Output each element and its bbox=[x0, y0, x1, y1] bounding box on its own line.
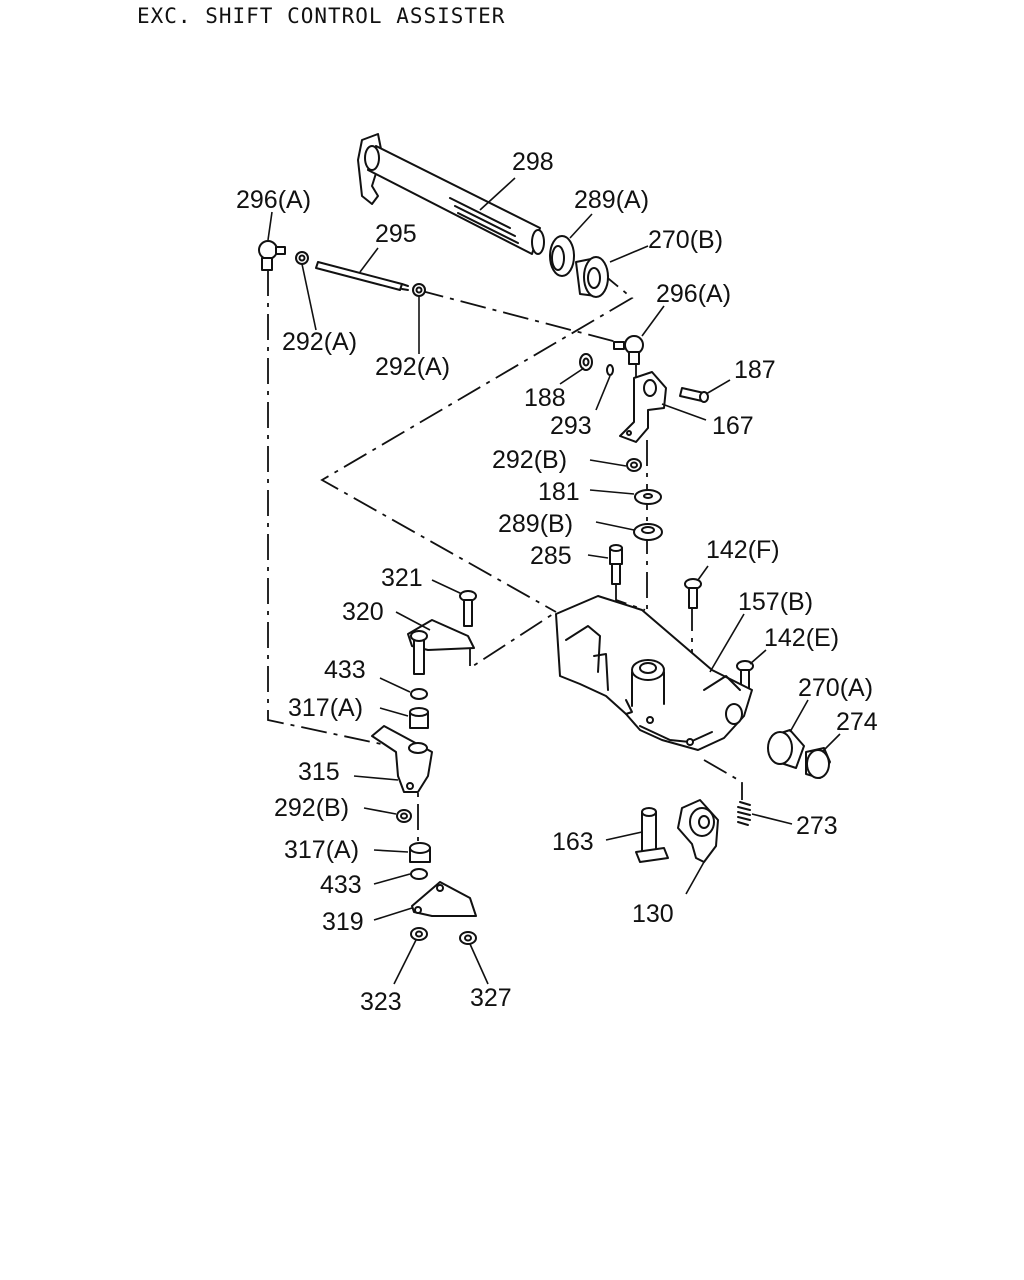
part-323-nut bbox=[410, 927, 428, 941]
part-181-washer bbox=[634, 489, 662, 505]
callout-142f: 142(F) bbox=[706, 536, 780, 564]
part-130-lever bbox=[677, 799, 719, 863]
part-295-rod bbox=[315, 261, 409, 291]
callout-labels: 298 296(A) 289(A) 295 270(B) 296(A) 292(… bbox=[236, 148, 878, 1016]
callout-321: 321 bbox=[381, 564, 423, 592]
callout-274: 274 bbox=[836, 708, 878, 736]
leader-lines bbox=[267, 177, 841, 985]
callout-167: 167 bbox=[712, 412, 754, 440]
callout-188: 188 bbox=[524, 384, 566, 412]
part-163-pin bbox=[635, 807, 669, 863]
callout-285: 285 bbox=[530, 542, 572, 570]
part-142f-bolt bbox=[684, 578, 702, 609]
part-274-cap bbox=[805, 747, 831, 779]
callout-433-top: 433 bbox=[324, 656, 366, 684]
part-317a-bushing-top bbox=[409, 707, 429, 729]
callout-130: 130 bbox=[632, 900, 674, 928]
part-298-shift-shaft bbox=[357, 133, 545, 255]
part-289a-seal bbox=[549, 235, 575, 277]
part-187-bolt bbox=[679, 387, 709, 403]
callout-296a-top: 296(A) bbox=[236, 186, 311, 214]
callout-292b-top: 292(B) bbox=[492, 446, 567, 474]
part-315-lever bbox=[371, 725, 433, 793]
part-292b-nut-bottom bbox=[396, 809, 412, 823]
part-157b-housing bbox=[555, 595, 753, 751]
part-321-bolt bbox=[459, 590, 477, 627]
part-270a-bushing bbox=[767, 729, 805, 769]
callout-157b: 157(B) bbox=[738, 588, 813, 616]
callout-289a: 289(A) bbox=[574, 186, 649, 214]
callout-270b: 270(B) bbox=[648, 226, 723, 254]
part-273-spring bbox=[737, 801, 751, 826]
callout-292b-bottom: 292(B) bbox=[274, 794, 349, 822]
callout-317a-bottom: 317(A) bbox=[284, 836, 359, 864]
part-289b-seal bbox=[633, 523, 663, 541]
callout-181: 181 bbox=[538, 478, 580, 506]
callout-298: 298 bbox=[512, 148, 554, 176]
part-317a-bushing-bottom bbox=[409, 842, 431, 863]
callout-315: 315 bbox=[298, 758, 340, 786]
callout-319: 319 bbox=[322, 908, 364, 936]
callout-270a: 270(A) bbox=[798, 674, 873, 702]
part-319-plate bbox=[411, 881, 477, 917]
part-296a-rod-end-left bbox=[258, 240, 286, 271]
callout-295: 295 bbox=[375, 220, 417, 248]
callout-142e: 142(E) bbox=[764, 624, 839, 652]
part-296a-rod-end-right bbox=[613, 335, 644, 365]
part-433-o-ring-top bbox=[410, 688, 428, 700]
part-292b-nut-top bbox=[626, 458, 642, 472]
callout-273: 273 bbox=[796, 812, 838, 840]
part-292a-nut-mid bbox=[412, 283, 426, 297]
callout-433-bottom: 433 bbox=[320, 871, 362, 899]
callout-289b: 289(B) bbox=[498, 510, 573, 538]
part-188-washer bbox=[579, 353, 593, 371]
callout-323: 323 bbox=[360, 988, 402, 1016]
part-293-ring bbox=[606, 364, 614, 376]
callout-187: 187 bbox=[734, 356, 776, 384]
part-327-nut bbox=[459, 931, 477, 945]
part-285-stud bbox=[609, 544, 623, 585]
callout-317a-top: 317(A) bbox=[288, 694, 363, 722]
callout-293: 293 bbox=[550, 412, 592, 440]
part-433-o-ring-bottom bbox=[410, 868, 428, 880]
callout-292a-mid: 292(A) bbox=[375, 353, 450, 381]
callout-163: 163 bbox=[552, 828, 594, 856]
part-320-plate bbox=[407, 619, 475, 675]
page-title: EXC. SHIFT CONTROL ASSISTER bbox=[137, 4, 506, 28]
callout-320: 320 bbox=[342, 598, 384, 626]
callout-296a-right: 296(A) bbox=[656, 280, 731, 308]
part-167-lever bbox=[619, 371, 667, 443]
part-292a-nut-left bbox=[295, 251, 309, 265]
part-270b-bushing bbox=[575, 256, 609, 298]
callout-292a-left: 292(A) bbox=[282, 328, 357, 356]
callout-327: 327 bbox=[470, 984, 512, 1012]
